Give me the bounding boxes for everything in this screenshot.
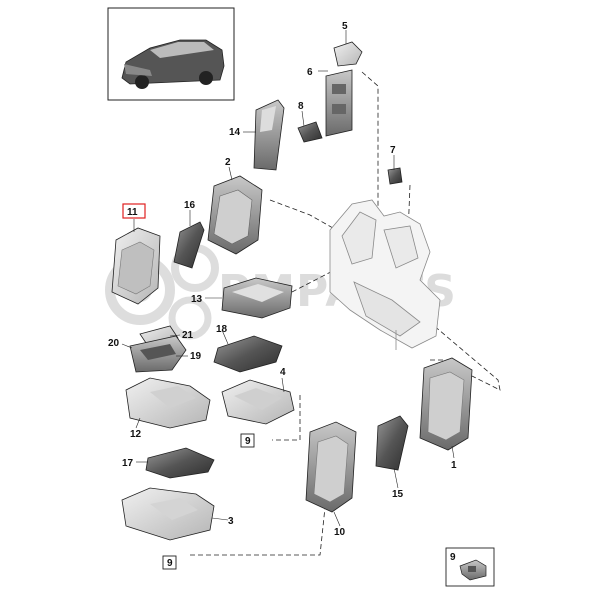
part-2-backrest[interactable] bbox=[207, 175, 263, 255]
car-thumbnail-icon bbox=[121, 39, 225, 89]
legend-number: 9 bbox=[450, 552, 456, 563]
svg-text:9: 9 bbox=[245, 436, 251, 447]
legend-box-9[interactable]: 9 bbox=[445, 547, 495, 587]
callout-21[interactable]: 21 bbox=[182, 330, 194, 341]
callout-20[interactable]: 20 bbox=[108, 338, 120, 349]
callout-15[interactable]: 15 bbox=[392, 489, 404, 500]
part-13-cushion[interactable] bbox=[221, 277, 293, 319]
svg-text:9: 9 bbox=[167, 558, 173, 569]
callout-3[interactable]: 3 bbox=[228, 516, 234, 527]
part-16-side-panel[interactable] bbox=[173, 221, 205, 269]
callout-13[interactable]: 13 bbox=[191, 294, 203, 305]
callout-12[interactable]: 12 bbox=[130, 429, 142, 440]
clip-part-icon bbox=[459, 559, 487, 581]
part-14-backrest-panel[interactable] bbox=[253, 99, 285, 171]
part-18-cushion-cover[interactable] bbox=[213, 335, 283, 373]
callout-14[interactable]: 14 bbox=[229, 127, 241, 138]
part-10-backrest[interactable] bbox=[305, 421, 357, 513]
callout-16[interactable]: 16 bbox=[184, 200, 196, 211]
leader-lines bbox=[121, 30, 455, 527]
callout-2[interactable]: 2 bbox=[225, 157, 231, 168]
part-5-cover[interactable] bbox=[333, 41, 363, 67]
part-21-armrest-cover[interactable] bbox=[139, 325, 179, 347]
part-6-bracket[interactable] bbox=[325, 69, 353, 137]
callouts: 5 6 8 14 7 2 16 11 13 21 20 19 18 4 12 1… bbox=[108, 21, 457, 538]
part-4-seat-cushion[interactable] bbox=[221, 379, 295, 425]
part-1-backrest[interactable] bbox=[419, 357, 473, 451]
part-15-side-panel[interactable] bbox=[375, 415, 409, 471]
callout-6[interactable]: 6 bbox=[307, 67, 313, 78]
part-17-trim-pad[interactable] bbox=[145, 447, 215, 479]
highlight-box bbox=[122, 203, 146, 219]
part-7-clip[interactable] bbox=[387, 167, 403, 185]
callout-18[interactable]: 18 bbox=[216, 324, 228, 335]
ref-box-9-a[interactable]: 9 bbox=[240, 433, 255, 448]
callout-1[interactable]: 1 bbox=[451, 460, 457, 471]
callout-10[interactable]: 10 bbox=[334, 527, 346, 538]
callout-17[interactable]: 17 bbox=[122, 458, 134, 469]
ref-box-9-b[interactable]: 9 bbox=[162, 555, 177, 570]
callout-8[interactable]: 8 bbox=[298, 101, 304, 112]
callout-4[interactable]: 4 bbox=[280, 367, 286, 378]
callout-7[interactable]: 7 bbox=[390, 145, 396, 156]
rear-seat-frame bbox=[329, 199, 441, 350]
callout-5[interactable]: 5 bbox=[342, 21, 348, 32]
part-12-seat-base[interactable] bbox=[125, 377, 211, 429]
car-thumbnail bbox=[107, 7, 235, 101]
part-8-trim[interactable] bbox=[297, 121, 323, 143]
part-11-backrest-cover[interactable] bbox=[111, 227, 161, 305]
part-3-seat-base[interactable] bbox=[121, 487, 215, 541]
part-20-armrest-frame[interactable] bbox=[129, 335, 187, 373]
callout-19[interactable]: 19 bbox=[190, 351, 202, 362]
callout-11[interactable]: 11 bbox=[127, 207, 138, 218]
